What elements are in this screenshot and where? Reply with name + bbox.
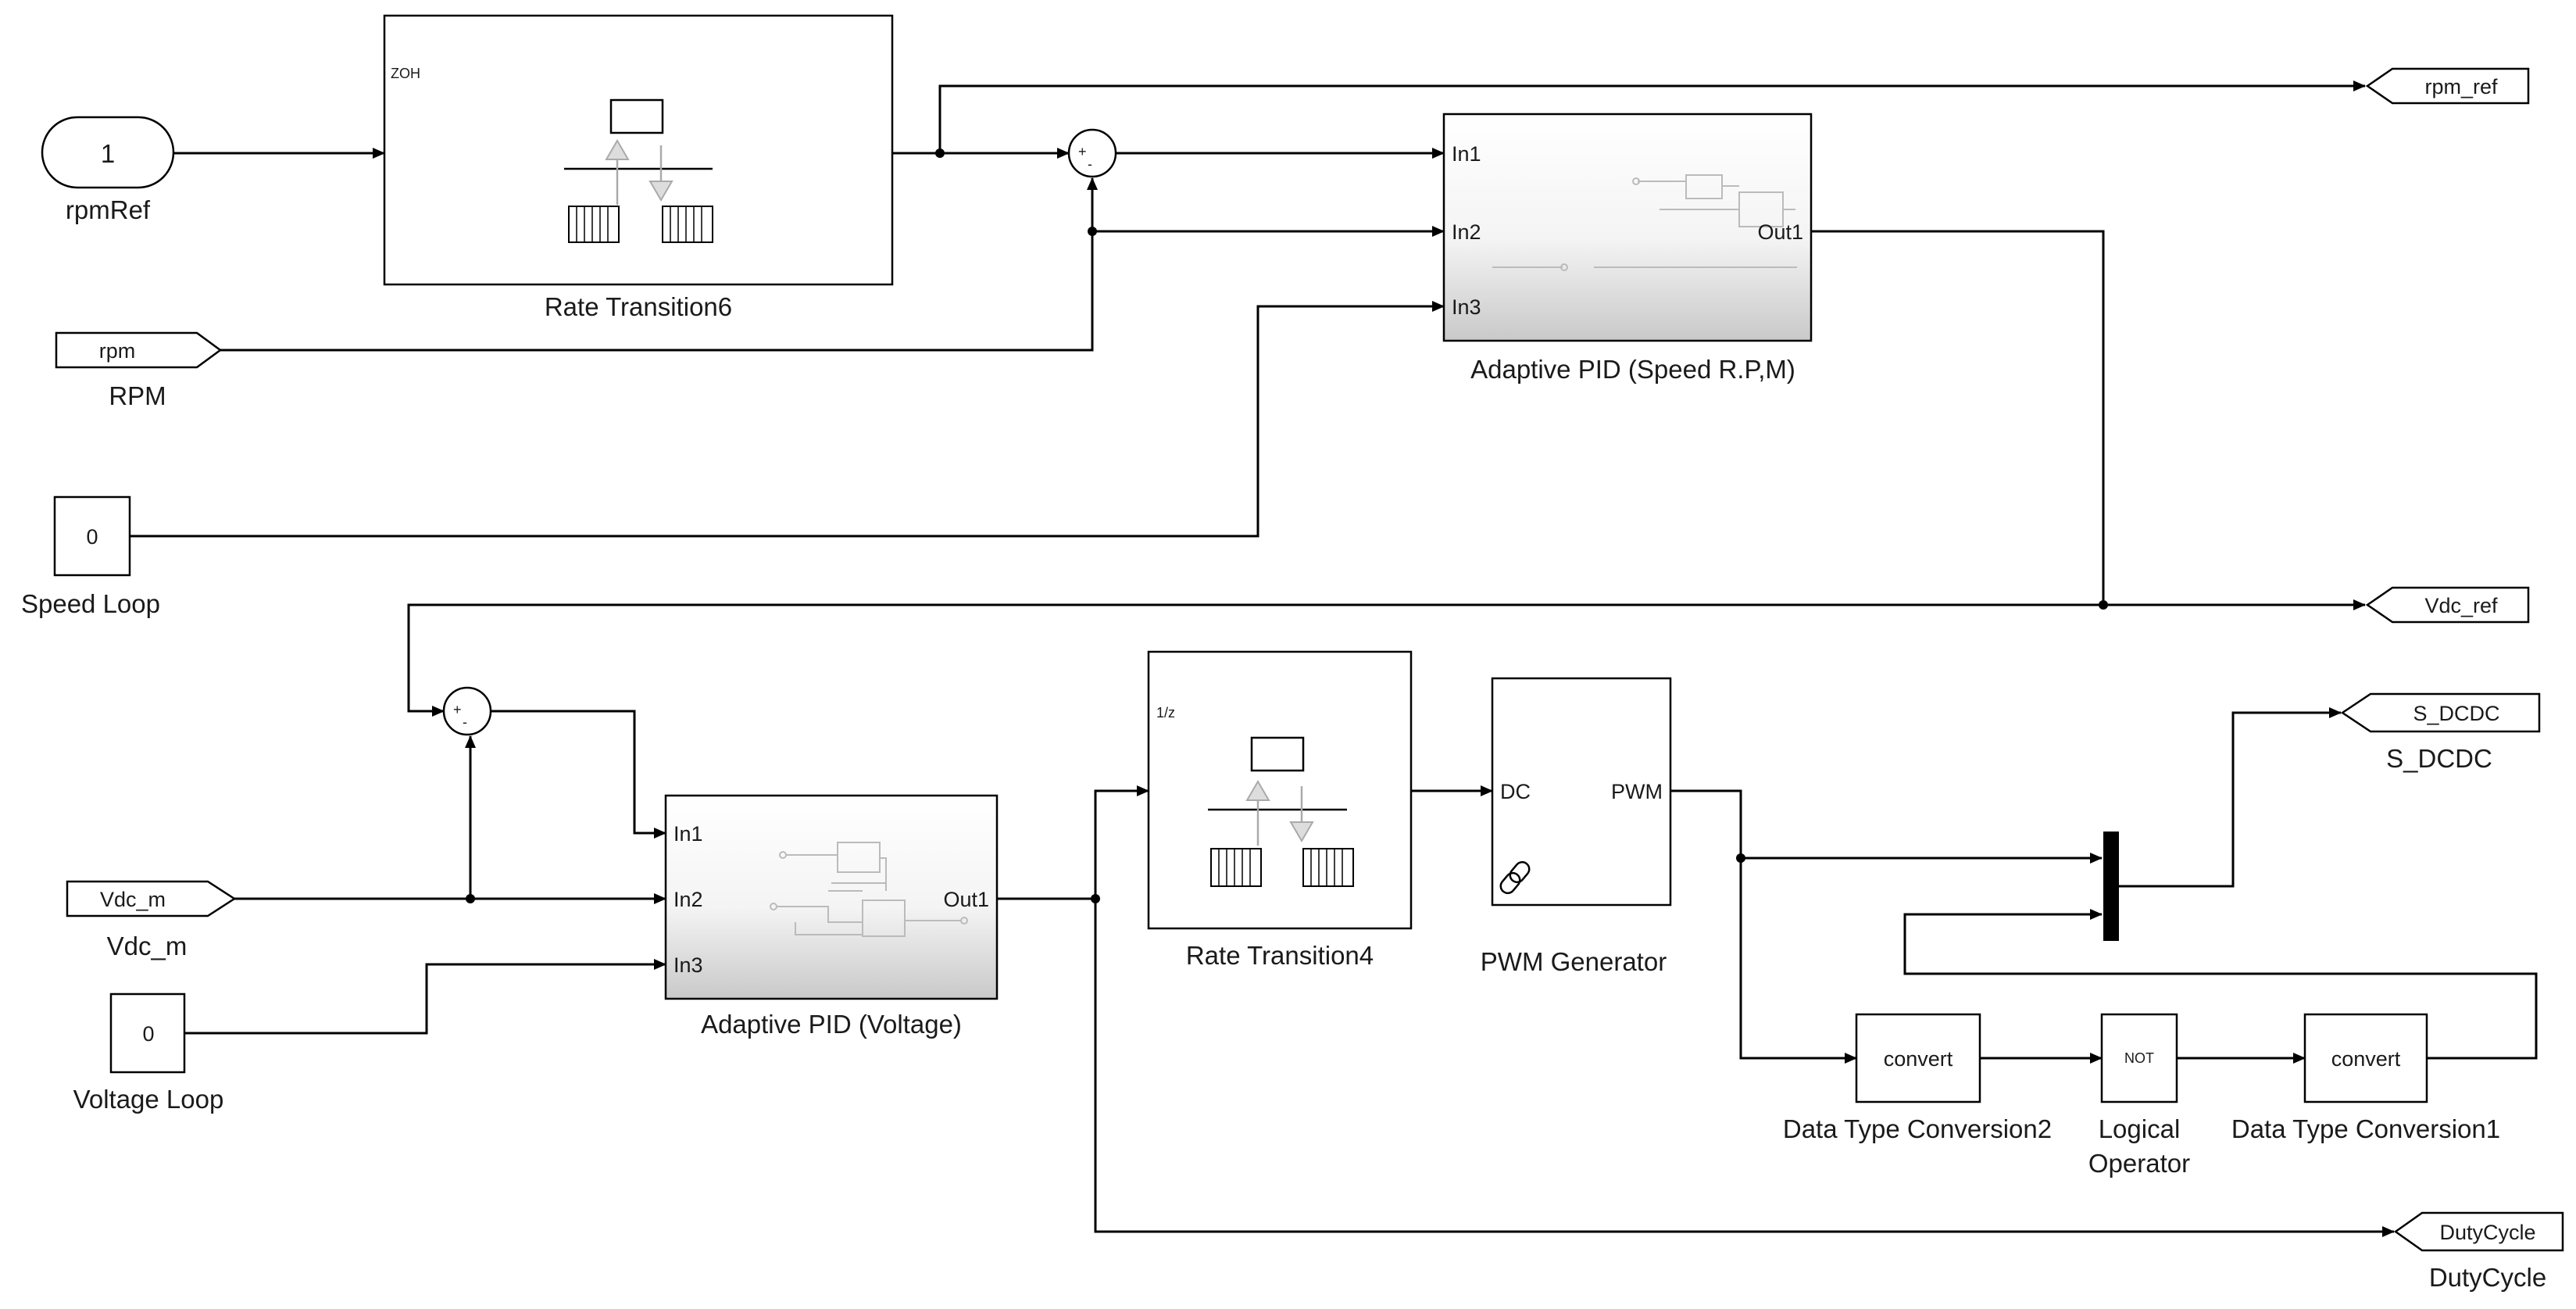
goto-sdcdc-tag: S_DCDC <box>2413 702 2499 725</box>
sum2-plus: + <box>453 702 462 717</box>
pid-voltage-in3: In3 <box>673 953 703 977</box>
speed-loop-constant[interactable]: 0 Speed Loop <box>21 495 160 618</box>
voltage-loop-value: 0 <box>142 1022 154 1046</box>
junction-dot <box>1736 853 1745 863</box>
junction-dot <box>466 894 475 903</box>
speed-loop-label: Speed Loop <box>21 589 160 618</box>
rt4-tag: 1/z <box>1156 705 1175 721</box>
pid-speed-in3: In3 <box>1452 295 1481 319</box>
wire-sum2-pidv-in1 <box>491 710 666 839</box>
goto-rpm-ref-tag: rpm_ref <box>2424 75 2498 98</box>
rpmref-inport[interactable]: 1 rpmRef <box>41 116 175 224</box>
rt4-icon <box>1208 736 1354 887</box>
sum2-block[interactable]: + - <box>442 686 492 736</box>
pid-speed-icon <box>1492 174 1797 271</box>
pid-speed-label: Adaptive PID (Speed R.P,M) <box>1470 355 1795 384</box>
pid-speed-block[interactable]: In1 In2 In3 Out1 Adaptive PID (Speed R.P… <box>1442 113 1813 384</box>
pid-voltage-icon <box>770 842 968 937</box>
rpmref-label: rpmRef <box>66 195 151 224</box>
pid-speed-in1: In1 <box>1452 142 1481 166</box>
wire-pwm-to-dtc2 <box>1739 858 1857 1064</box>
goto-sdcdc-label: S_DCDC <box>2386 744 2492 773</box>
rt6-zoh-tag: ZOH <box>391 66 420 81</box>
speed-loop-value: 0 <box>86 525 98 549</box>
goto-dutycycle-tag: DutyCycle <box>2439 1221 2535 1244</box>
dtc1-label: Data Type Conversion1 <box>2231 1114 2500 1143</box>
goto-rpm-ref[interactable]: rpm_ref <box>2365 67 2530 105</box>
pwm-out-label: PWM <box>1611 780 1663 803</box>
goto-vdc-ref-tag: Vdc_ref <box>2424 594 2498 617</box>
wire-pid-out-down <box>1811 230 2105 605</box>
junction-dot <box>935 148 945 158</box>
rate-transition6-block[interactable]: ZOH Rate Transition6 <box>383 14 894 321</box>
pid-speed-in2: In2 <box>1452 220 1481 244</box>
rpm-label: RPM <box>109 381 166 410</box>
vdcm-from-block[interactable]: Vdc_m Vdc_m <box>66 880 237 960</box>
pid-voltage-out1: Out1 <box>943 888 989 911</box>
wire-to-sum2-plus <box>407 603 2103 717</box>
wire-rpm-vertical <box>220 231 1094 352</box>
voltage-loop-constant[interactable]: 0 Voltage Loop <box>73 992 224 1114</box>
wire-to-rt4 <box>1094 785 1149 899</box>
pwm-label: PWM Generator <box>1481 947 1667 976</box>
wires <box>130 80 2538 1237</box>
data-type-conversion2-block[interactable]: convert Data Type Conversion2 <box>1783 1013 2052 1143</box>
vdcm-tag: Vdc_m <box>100 888 166 911</box>
pid-speed-out1: Out1 <box>1757 220 1803 244</box>
junction-dot <box>1088 227 1097 236</box>
sum1-plus: + <box>1078 144 1087 159</box>
voltage-loop-label: Voltage Loop <box>73 1085 224 1114</box>
junctions <box>466 148 2108 903</box>
junction-dot <box>2099 600 2108 610</box>
goto-dutycycle[interactable]: DutyCycle DutyCycle <box>2393 1211 2564 1292</box>
link-icon <box>1499 860 1531 895</box>
goto-dutycycle-label: DutyCycle <box>2429 1263 2546 1292</box>
rt6-label: Rate Transition6 <box>545 292 732 321</box>
wire-speedloop-pid-in3 <box>130 301 1445 538</box>
pid-voltage-in1: In1 <box>673 822 703 846</box>
pwm-generator-block[interactable]: DC PWM PWM Generator <box>1481 677 1672 976</box>
sum1-minus: - <box>1088 156 1092 172</box>
wire-to-rpm-ref <box>938 80 2366 153</box>
mux-block[interactable] <box>2103 832 2119 941</box>
wire-voltloop-pidv-in3 <box>184 959 666 1035</box>
vdcm-label: Vdc_m <box>107 932 188 960</box>
data-type-conversion1-block[interactable]: convert Data Type Conversion1 <box>2231 1013 2500 1143</box>
sum1-block[interactable]: + - <box>1067 128 1117 178</box>
goto-sdcdc[interactable]: S_DCDC S_DCDC <box>2340 692 2541 773</box>
dtc1-text: convert <box>2331 1047 2401 1071</box>
rpmref-value: 1 <box>101 139 115 168</box>
pid-voltage-block[interactable]: In1 In2 In3 Out1 Adaptive PID (Voltage) <box>664 794 999 1039</box>
pid-voltage-label: Adaptive PID (Voltage) <box>701 1010 962 1039</box>
logical-label-line2: Operator <box>2088 1149 2190 1178</box>
wire-to-dutycycle <box>1094 899 2395 1237</box>
pwm-in-label: DC <box>1500 780 1531 803</box>
wire-pwm-out <box>1670 789 1742 858</box>
rpm-tag: rpm <box>99 339 136 363</box>
wire-mux-sdcdc <box>2119 707 2342 888</box>
dtc2-text: convert <box>1884 1047 1953 1071</box>
rate-transition4-block[interactable]: 1/z Rate Transition4 <box>1147 650 1413 970</box>
dtc2-label: Data Type Conversion2 <box>1783 1114 2052 1143</box>
sum2-minus: - <box>463 714 467 730</box>
logical-text: NOT <box>2124 1050 2154 1066</box>
rpm-from-block[interactable]: rpm RPM <box>55 331 223 410</box>
pid-voltage-in2: In2 <box>673 888 703 911</box>
junction-dot <box>1091 894 1100 903</box>
goto-vdc-ref[interactable]: Vdc_ref <box>2365 586 2530 624</box>
rt4-label: Rate Transition4 <box>1186 941 1374 970</box>
rt6-icon <box>564 98 713 243</box>
logical-label-line1: Logical <box>2099 1114 2181 1143</box>
wire-dtc1-to-mux <box>1903 909 2538 1060</box>
logical-operator-block[interactable]: NOT Logical Operator <box>2088 1013 2190 1178</box>
